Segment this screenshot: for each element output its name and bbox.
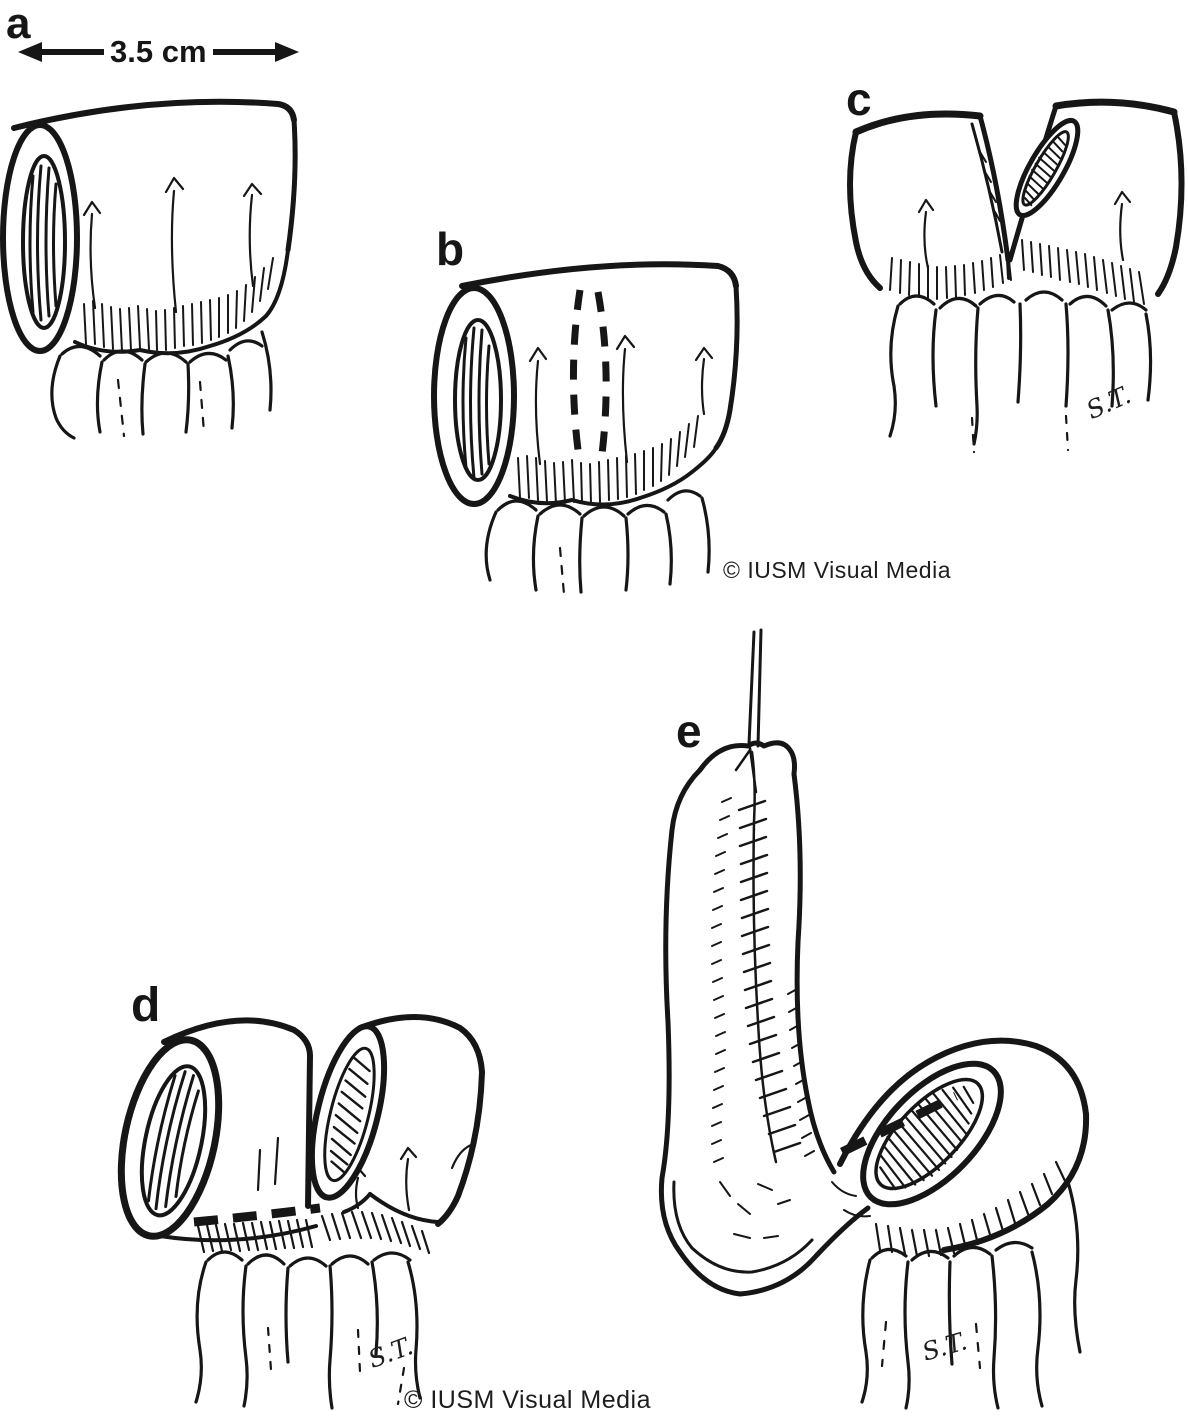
panel-b-label: b xyxy=(436,223,465,275)
copyright-credit-b: © IUSM Visual Media xyxy=(723,557,951,583)
measurement-text: 3.5 cm xyxy=(110,34,207,69)
panel-a-label: a xyxy=(6,0,31,48)
illustration-bowel-segment-b xyxy=(431,261,740,596)
arrow-left-icon xyxy=(18,42,104,62)
panel-e-label: e xyxy=(676,705,702,757)
illustration-folded-tubes-d xyxy=(117,1014,485,1410)
illustration-opened-flap-e xyxy=(658,628,1090,1410)
illustration-bowel-segment-a xyxy=(0,98,298,440)
panel-d-label: d xyxy=(131,979,161,1032)
panel-c-label: c xyxy=(846,73,872,125)
suture-needle xyxy=(747,628,763,748)
measurement-annotation: 3.5 cm xyxy=(16,34,301,70)
copyright-credit-footer: © IUSM Visual Media xyxy=(404,1386,651,1414)
illustration-split-segment-c xyxy=(847,98,1185,454)
arrow-right-icon xyxy=(212,42,299,62)
